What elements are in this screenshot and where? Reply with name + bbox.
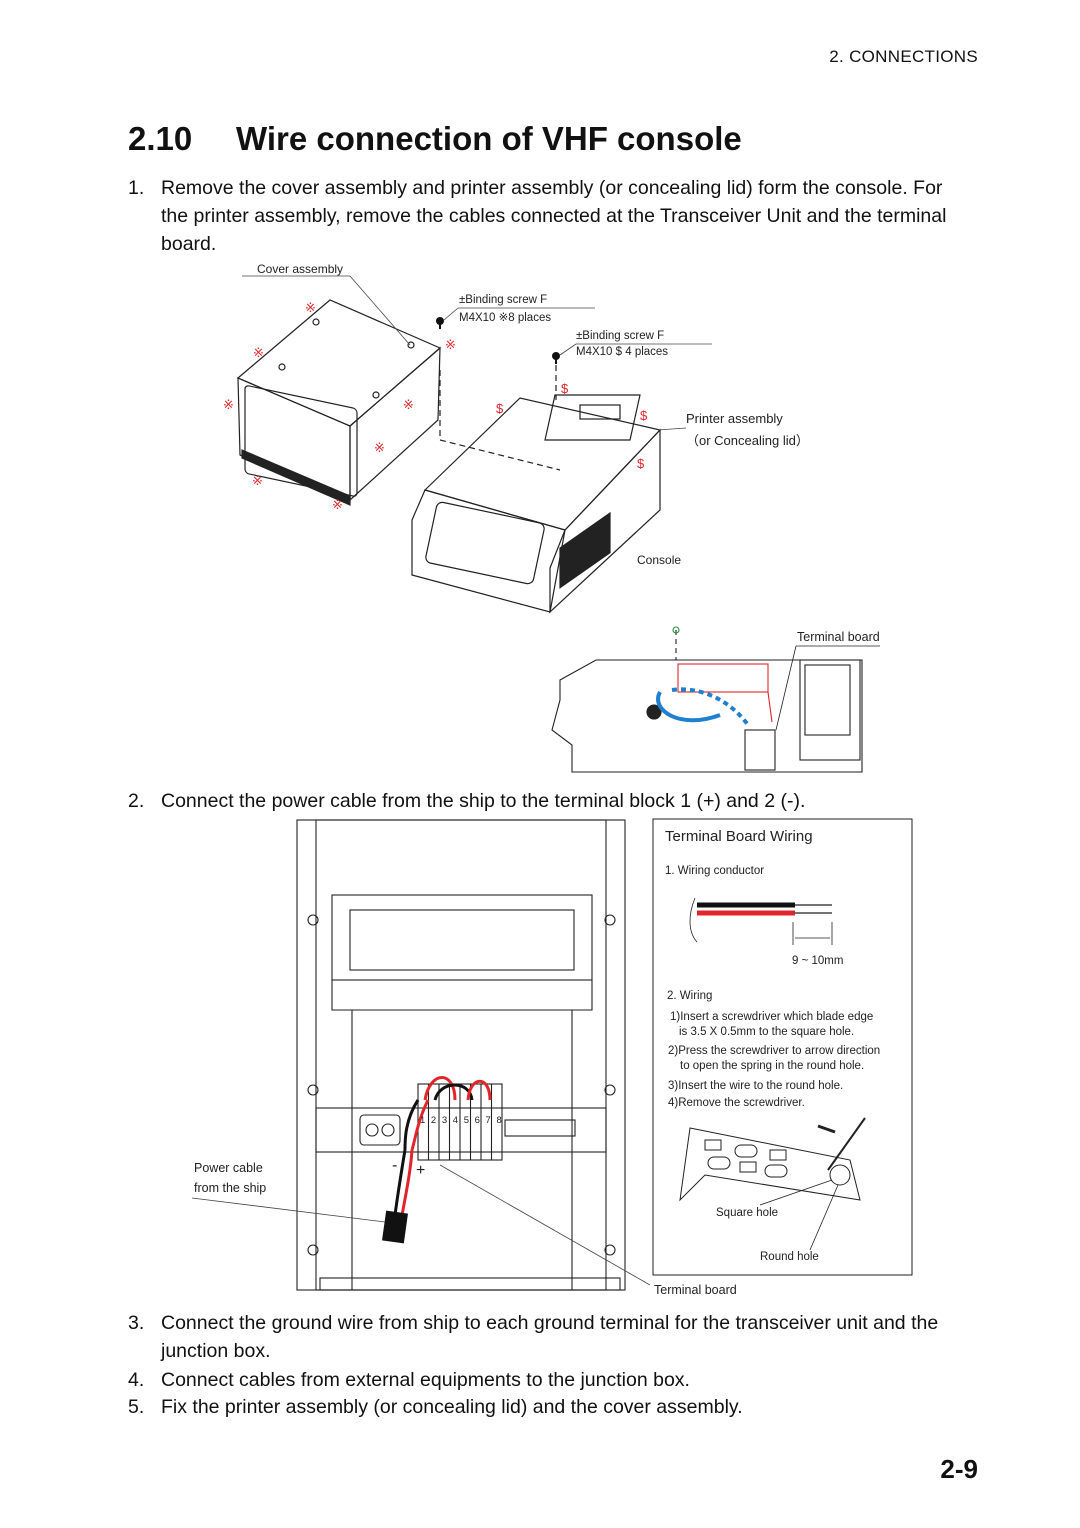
power-wires-drawing [382,1076,492,1244]
label-screw-1-line1: ±Binding screw F [459,294,548,306]
inset-round-hole: Round hole [760,1251,819,1263]
label-power-cable: Power cable [194,1161,263,1175]
label-terminal-board-2: Terminal board [654,1283,737,1297]
label-concealing-lid: （or Concealing lid） [686,433,809,448]
mark-dollar-4: $ [637,456,645,471]
screw-icons [436,317,560,364]
inset-instruction-3: 3)Insert the wire to the round hole. [668,1080,844,1092]
mark-ref-2: ※ [253,345,264,360]
step-number: 1. [128,177,145,199]
step-text: Fix the printer assembly (or concealing … [161,1396,743,1418]
step-number: 5. [128,1396,145,1418]
step-number: 2. [128,790,145,812]
mark-ref-7: ※ [252,473,263,488]
step-text: Connect the ground wire from ship to eac… [161,1312,939,1362]
mark-ref-8: ※ [332,497,343,512]
step-4: 4. Connect cables from external equipmen… [128,1366,968,1394]
inset-title: Terminal Board Wiring [665,828,813,845]
step-3: 3. Connect the ground wire from ship to … [128,1309,968,1365]
step-text: Connect cables from external equipments … [161,1369,690,1391]
step-text: Remove the cover assembly and printer as… [161,177,947,255]
mark-dollar-2: $ [496,401,504,416]
wiring-instruction-inset [652,818,913,1276]
junction-box-drawing [296,819,626,1291]
label-plus: + [416,1162,426,1179]
terminal-numbers: 1 2 3 4 5 6 7 8 [420,1115,504,1126]
label-minus: - [392,1157,398,1174]
mark-dollar-3: $ [640,408,648,423]
section-title: 2.10 Wire connection of VHF console [128,120,742,158]
inset-step-2: 2. Wiring [667,990,713,1002]
label-printer-assembly: Printer assembly [686,411,783,426]
label-terminal-board-1: Terminal board [797,630,880,644]
step-5: 5. Fix the printer assembly (or conceali… [128,1393,968,1421]
section-number: 2.10 [128,120,193,157]
inset-instruction-2b: to open the spring in the round hole. [680,1060,865,1072]
step-number: 4. [128,1369,145,1391]
page-number: 2-9 [940,1454,978,1484]
label-console: Console [637,553,682,567]
step-1: 1. Remove the cover assembly and printer… [128,174,968,258]
mark-dollar-1: $ [561,381,569,396]
mark-ref-5: ※ [403,397,414,412]
label-screw-2-line2: M4X10 $ 4 places [576,346,669,358]
terminal-board-detail-drawing [551,626,880,773]
inset-dimension: 9 ~ 10mm [792,955,844,967]
inset-instruction-1a: 1)Insert a screwdriver which blade edge [670,1011,874,1023]
step-text: Connect the power cable from the ship to… [161,790,806,812]
console-body-drawing [411,365,662,614]
inset-instruction-4: 4)Remove the screwdriver. [668,1097,805,1109]
cover-assembly-drawing [236,299,442,506]
mark-ref-6: ※ [374,440,385,455]
mark-ref-4: ※ [223,397,234,412]
mark-ref-3: ※ [445,337,456,352]
inset-square-hole: Square hole [716,1207,779,1219]
label-power-cable-source: from the ship [194,1181,267,1195]
mark-ref-1: ※ [305,300,316,315]
section-header: 2. CONNECTIONS [829,47,978,66]
label-screw-1-line2: M4X10 ※8 places [459,312,552,324]
inset-instruction-2a: 2)Press the screwdriver to arrow directi… [668,1045,881,1057]
label-screw-2-line1: ±Binding screw F [576,330,665,342]
inset-instruction-1b: is 3.5 X 0.5mm to the square hole. [679,1026,855,1038]
step-2: 2. Connect the power cable from the ship… [128,787,968,815]
inset-step-1: 1. Wiring conductor [665,865,765,877]
label-cover-assembly: Cover assembly [257,262,344,276]
section-title-text: Wire connection of VHF console [236,120,742,157]
step-number: 3. [128,1312,145,1334]
